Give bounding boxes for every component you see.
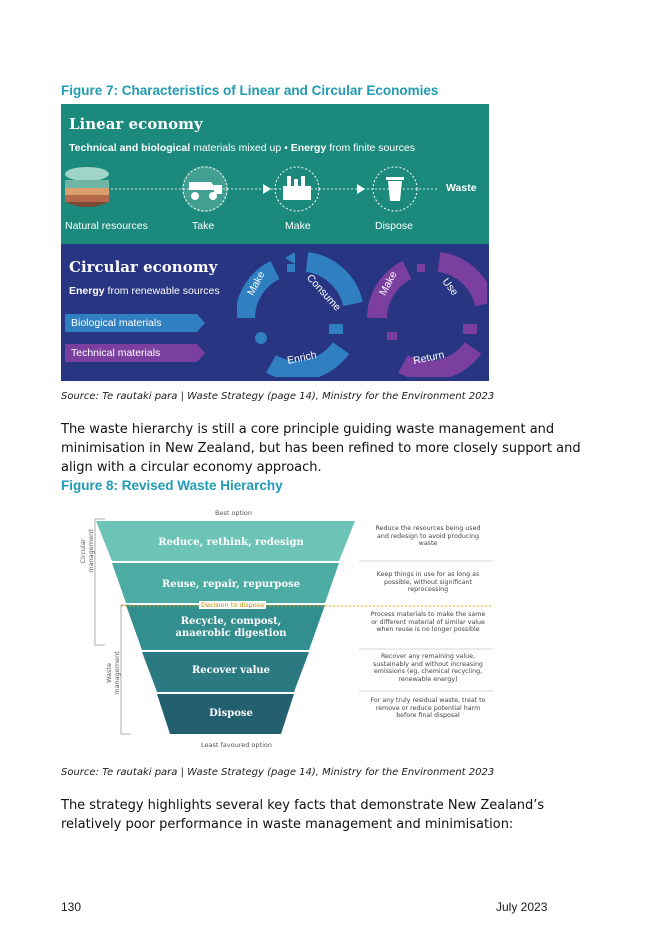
linear-subtitle: Technical and biological materials mixed… (69, 142, 416, 154)
factory-icon (283, 176, 311, 200)
dump-truck-icon (189, 182, 222, 200)
natural-resources-icon (65, 167, 109, 207)
circular-loops (237, 252, 487, 377)
least-favoured-label: Least favoured option (201, 741, 272, 749)
circular-management-label: Circular management (79, 529, 95, 573)
stage-make: Make (285, 220, 311, 232)
tier-reuse: Reuse, repair, repurpose (161, 579, 301, 590)
linear-economy-panel: Linear economy Technical and biological … (61, 104, 489, 244)
waste-label: Waste (446, 182, 477, 194)
desc-reuse: Keep things in use for as long as possib… (376, 571, 480, 594)
figure-8-source: Source: Te rautaki para | Waste Strategy… (61, 767, 495, 778)
tier-recover: Recover value (191, 665, 271, 676)
technical-materials-label: Technical materials (71, 347, 161, 359)
desc-recycle: Process materials to make the same or di… (370, 611, 486, 634)
desc-reduce: Reduce the resources being used and rede… (375, 525, 481, 548)
figure-8-graphic: Best option Circular management Waste ma… (61, 505, 501, 757)
decision-to-dispose-label: Decision to dispose (199, 601, 267, 609)
trash-bin-icon (386, 177, 404, 201)
stage-take: Take (192, 220, 215, 232)
stage-natural-resources: Natural resources (65, 220, 148, 232)
footer-date: July 2023 (496, 900, 548, 914)
tier-reduce: Reduce, rethink, redesign (158, 537, 304, 548)
desc-recover: Recover any remaining value, sustainably… (373, 653, 483, 683)
desc-dispose: For any truly residual waste, treat to r… (370, 697, 486, 720)
figure-8-title: Figure 8: Revised Waste Hierarchy (61, 478, 283, 493)
paragraph-1: The waste hierarchy is still a core prin… (61, 422, 581, 475)
linear-flow-diagram (65, 166, 437, 212)
waste-management-label: Waste management (105, 651, 121, 695)
circular-economy-panel: Circular economy Energy from renewable s… (61, 244, 489, 381)
tier-dispose: Dispose (209, 708, 253, 719)
circular-subtitle: Energy from renewable sources (69, 285, 220, 297)
tier-recycle: Recycle, compost, anaerobic digestion (175, 616, 287, 639)
page-number: 130 (61, 900, 82, 914)
linear-heading: Linear economy (69, 115, 203, 133)
waste-hierarchy-funnel (94, 518, 493, 735)
biological-materials-label: Biological materials (71, 317, 162, 329)
circular-heading: Circular economy (69, 258, 218, 276)
best-option-label: Best option (215, 509, 253, 517)
material-arrows (65, 314, 205, 362)
stage-dispose: Dispose (375, 220, 413, 232)
paragraph-2: The strategy highlights several key fact… (61, 798, 545, 832)
figure-7-source: Source: Te rautaki para | Waste Strategy… (61, 391, 495, 402)
figure-7-title: Figure 7: Characteristics of Linear and … (61, 83, 439, 98)
figure-7-graphic: Linear economy Technical and biological … (61, 104, 489, 381)
